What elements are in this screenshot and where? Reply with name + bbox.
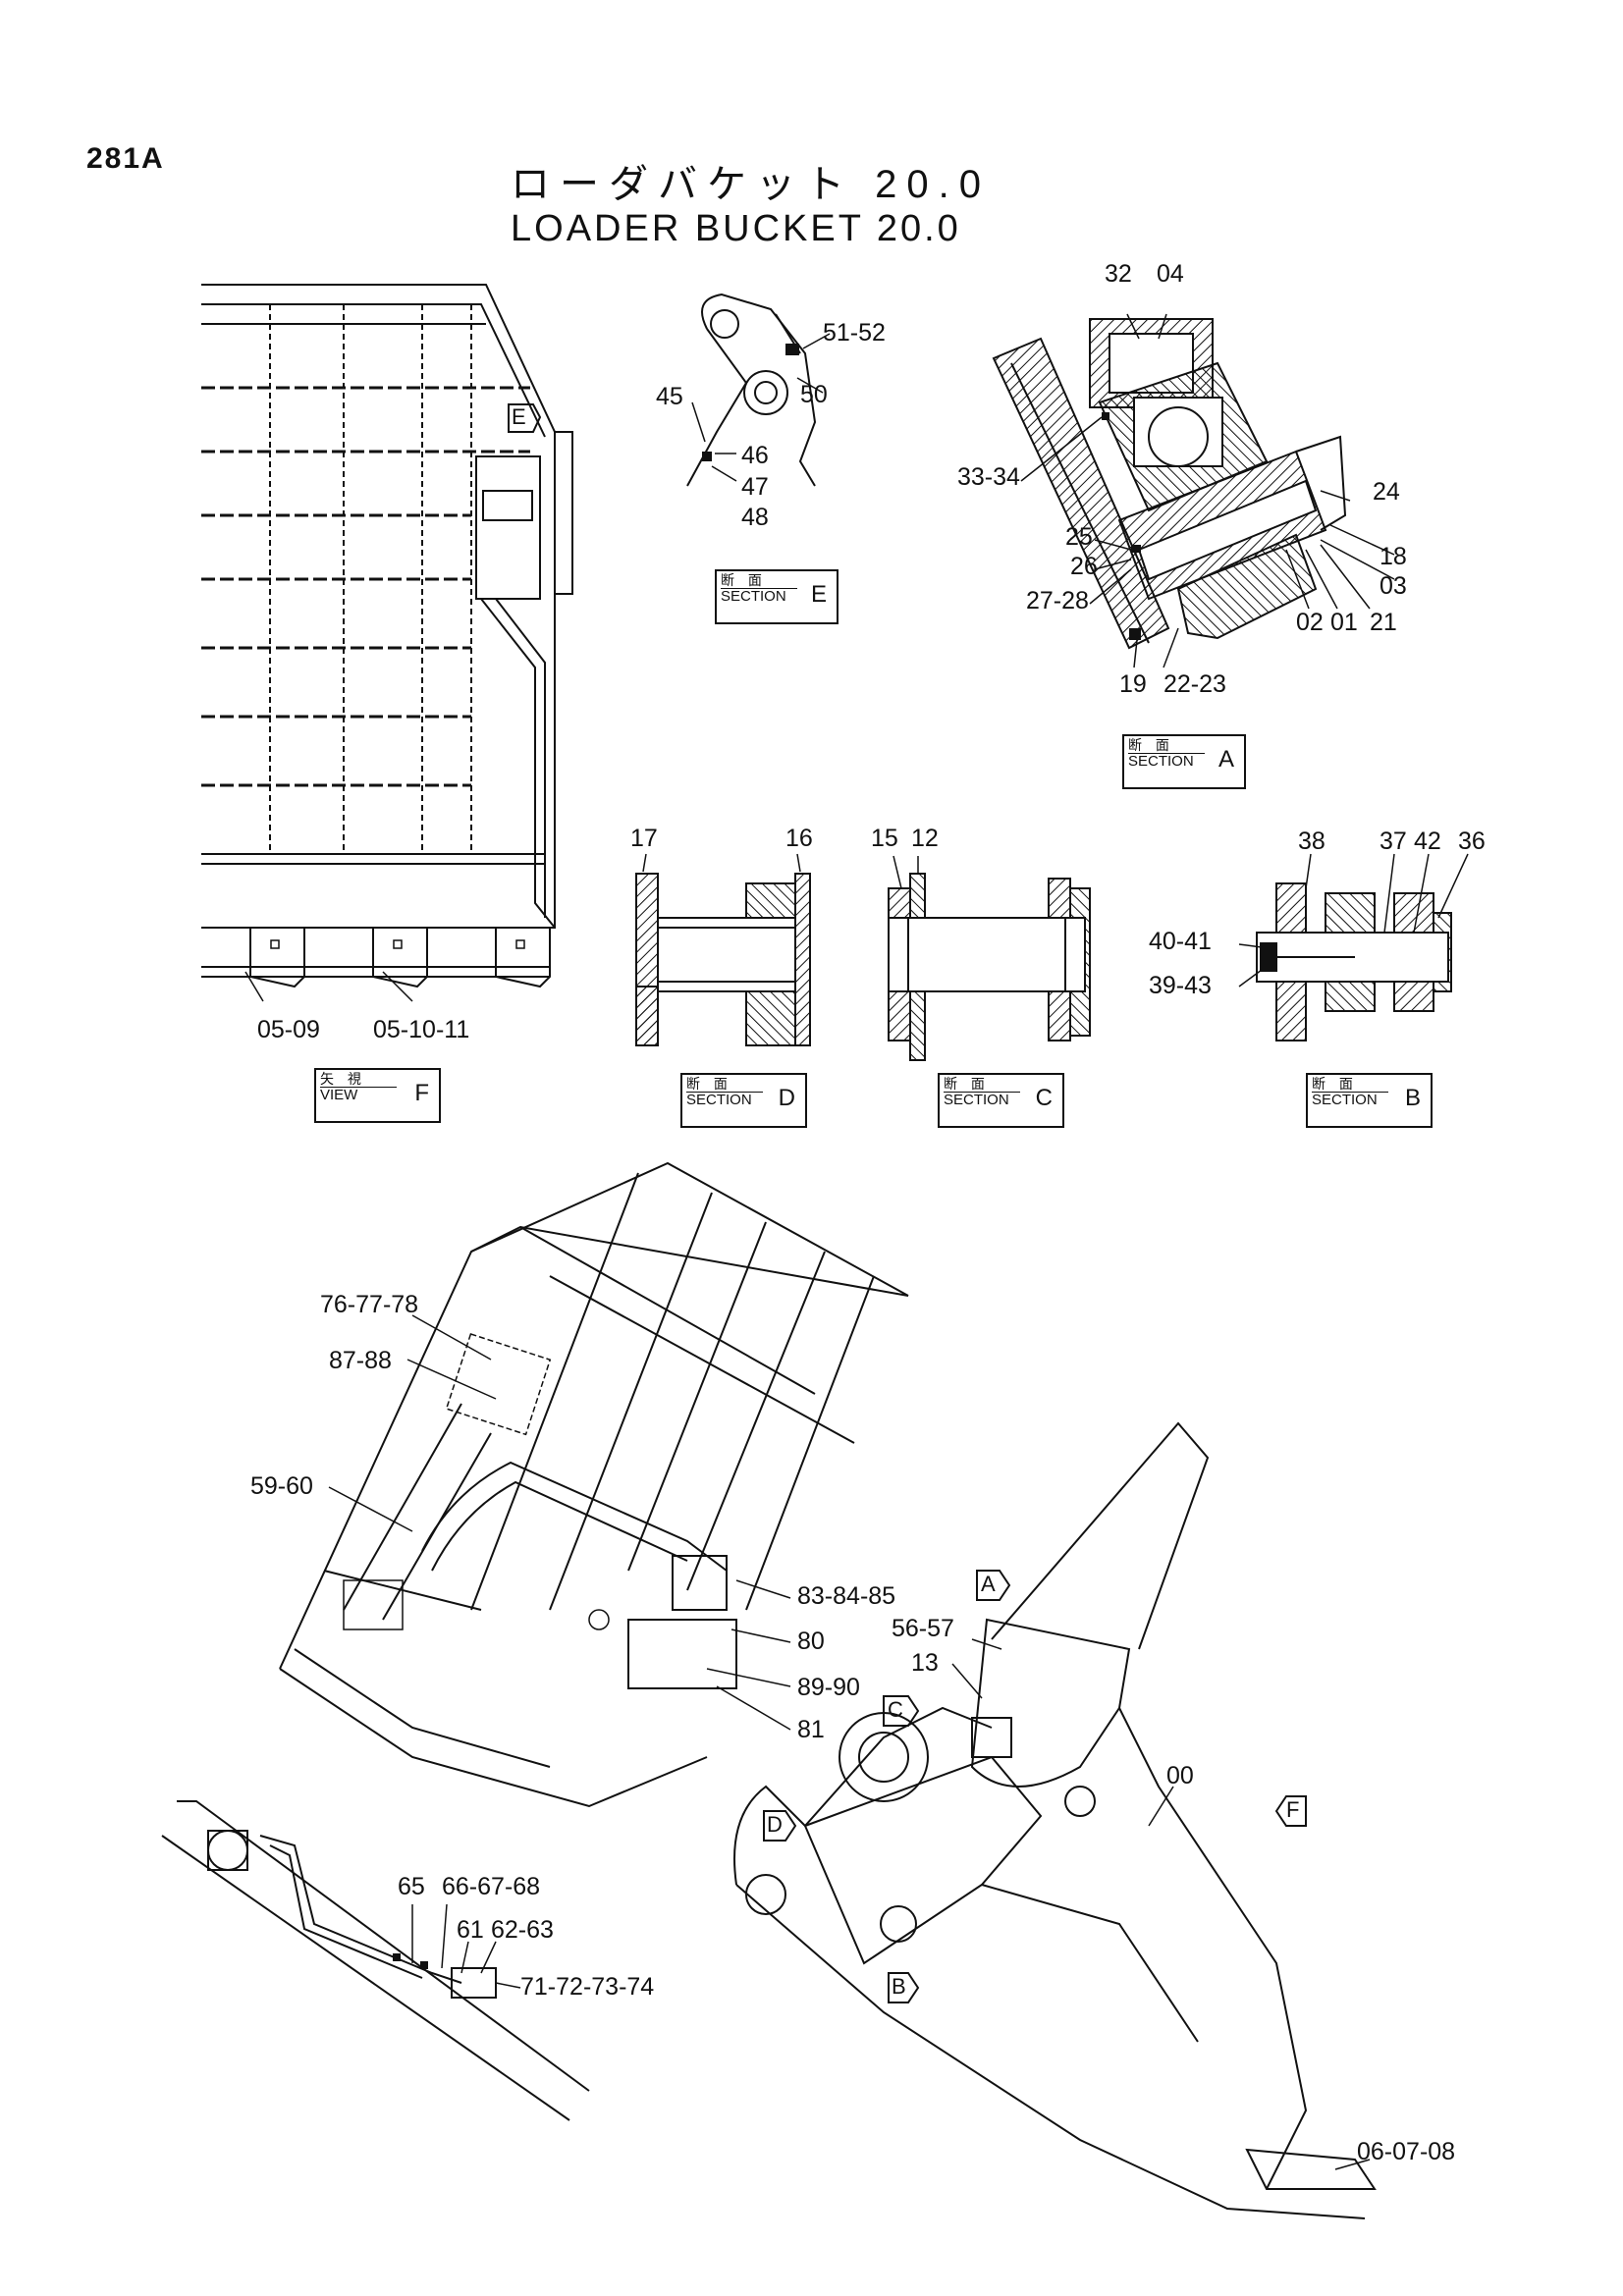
callout: 51-52: [823, 319, 886, 347]
callout: 21: [1370, 609, 1397, 636]
section-b-letter: B: [1404, 1085, 1421, 1111]
title-japanese: ローダバケット 20.0: [511, 163, 991, 206]
callout: 81: [797, 1716, 825, 1743]
callout: 03: [1380, 572, 1407, 600]
callout: 24: [1373, 478, 1400, 506]
callout: 87-88: [329, 1347, 392, 1374]
callout: 04: [1157, 260, 1184, 288]
callout: 17: [630, 825, 658, 852]
section-e-ja: 断 面: [721, 572, 767, 588]
section-a-drawing: [992, 313, 1395, 668]
view-f-drawing: [201, 284, 573, 1002]
section-e-letter: E: [810, 581, 827, 608]
callout: 06-07-08: [1357, 2138, 1456, 2165]
callout: 15: [871, 825, 898, 852]
callout: 47: [741, 473, 769, 501]
callout: 38: [1298, 828, 1325, 855]
callout: 05-09: [257, 1016, 320, 1043]
section-e-drawing: [686, 293, 831, 487]
callout: 71-72-73-74: [520, 1973, 655, 2001]
marker-d: D: [767, 1812, 783, 1837]
callout: 37: [1380, 828, 1407, 855]
section-b-word: SECTION: [1312, 1092, 1388, 1107]
marker-c: C: [888, 1697, 903, 1722]
callout: 45: [656, 383, 683, 410]
callout: 59-60: [250, 1472, 313, 1500]
callout: 40-41: [1149, 928, 1212, 955]
callout: 32: [1105, 260, 1132, 288]
section-b-drawing: [1238, 853, 1469, 1041]
bucket-isometric-drawing: [279, 1161, 909, 1808]
section-a-letter: A: [1217, 746, 1234, 773]
view-f-word: VIEW: [320, 1087, 397, 1102]
section-marker-arrows: [508, 403, 1307, 2003]
callout: 26: [1070, 553, 1098, 580]
section-d-ja: 断 面: [686, 1076, 732, 1092]
callout: 19: [1119, 670, 1147, 698]
callout: 22-23: [1163, 670, 1226, 698]
callout: 50: [800, 381, 828, 408]
section-a-ja: 断 面: [1128, 737, 1174, 753]
callout: 36: [1458, 828, 1486, 855]
callout: 46: [741, 442, 769, 469]
callout: 01: [1330, 609, 1358, 636]
callout: 12: [911, 825, 939, 852]
callout: 33-34: [957, 463, 1020, 491]
section-a-word: SECTION: [1128, 753, 1205, 769]
callout: 76-77-78: [320, 1291, 419, 1318]
title-english: LOADER BUCKET 20.0: [511, 208, 961, 249]
view-f-letter: F: [414, 1080, 429, 1106]
view-f-ja: 矢 視: [320, 1071, 366, 1087]
section-d-word: SECTION: [686, 1092, 763, 1107]
callout: 02: [1296, 609, 1324, 636]
callout: 13: [911, 1649, 939, 1677]
section-b-ja: 断 面: [1312, 1076, 1358, 1092]
marker-a: A: [981, 1572, 996, 1596]
callout: 39-43: [1149, 972, 1212, 999]
section-c-word: SECTION: [944, 1092, 1020, 1107]
callout: 25: [1065, 523, 1093, 551]
callout: 89-90: [797, 1674, 860, 1701]
section-e-word: SECTION: [721, 588, 797, 604]
section-c-letter: C: [1035, 1085, 1053, 1111]
callout: 61: [457, 1916, 484, 1944]
page-number: 281A: [86, 142, 165, 175]
callout: 00: [1166, 1762, 1194, 1789]
callout: 62-63: [491, 1916, 554, 1944]
callout: 56-57: [892, 1615, 954, 1642]
callout: 80: [797, 1628, 825, 1655]
marker-f: F: [1286, 1797, 1300, 1822]
callout: 05-10-11: [373, 1016, 470, 1043]
marker-b: B: [892, 1974, 906, 1999]
section-c-drawing: [888, 855, 1091, 1061]
callout: 66-67-68: [442, 1873, 541, 1900]
callout: 18: [1380, 543, 1407, 570]
callout: 83-84-85: [797, 1582, 896, 1610]
section-c-ja: 断 面: [944, 1076, 990, 1092]
section-d-drawing: [635, 853, 811, 1046]
callout: 42: [1414, 828, 1441, 855]
section-d-letter: D: [778, 1085, 795, 1111]
callout: 27-28: [1026, 587, 1089, 614]
bucket-lower-detail-drawing: [161, 1800, 590, 2121]
marker-e: E: [512, 404, 526, 429]
callout: 16: [785, 825, 813, 852]
callout: 48: [741, 504, 769, 531]
callout: 65: [398, 1873, 425, 1900]
side-view-drawing: [733, 1421, 1377, 2219]
